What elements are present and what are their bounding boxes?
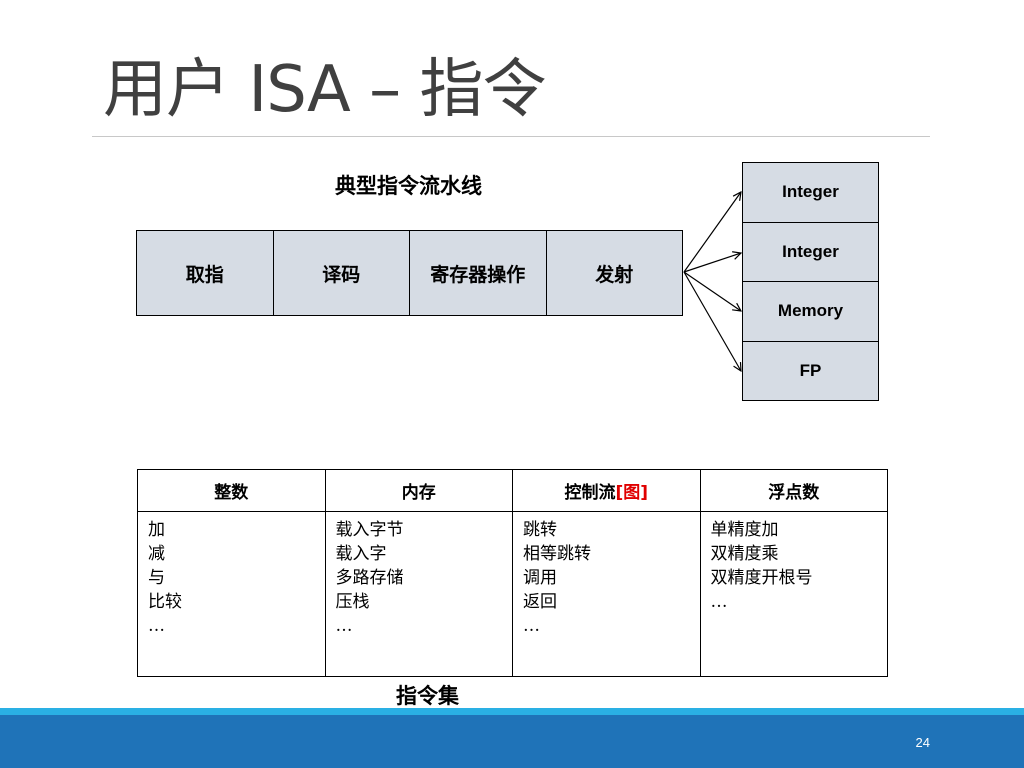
stage-decode: 译码 [273,231,410,315]
cell-integer-ops: 加 减 与 比较 … [137,511,326,677]
stage-register-read: 寄存器操作 [410,231,547,315]
header-integer: 整数 [137,469,326,512]
list-item: 双精度乘 [710,544,779,564]
title-divider [92,136,930,137]
list-item: 减 [148,544,165,564]
list-item: … [523,616,540,636]
unit-integer-1: Integer [743,163,878,223]
list-item: 相等跳转 [523,544,591,564]
stage-fetch: 取指 [137,231,274,315]
list-item: 调用 [523,568,557,588]
figure-link[interactable]: [图] [615,483,649,503]
instruction-set-table: 整数 内存 控制流[图] 浮点数 加 减 与 比较 … 载入字节 载入字 多路存… [137,469,888,677]
list-item: 载入字 [335,544,387,564]
list-item: 单精度加 [710,520,779,540]
header-control-flow-label: 控制流 [564,483,616,503]
list-item: 加 [148,520,165,540]
header-memory: 内存 [324,469,513,512]
arrow-to-integer-2 [683,253,741,273]
pipeline-stages: 取指 译码 寄存器操作 发射 [136,230,683,316]
list-item: 比较 [148,592,182,612]
pipeline-caption: 典型指令流水线 [335,174,482,198]
execution-units: Integer Integer Memory FP [742,162,879,401]
header-control-flow: 控制流[图] [512,469,701,512]
list-item: … [148,616,165,636]
footer-stripe [0,708,1024,715]
unit-fp: FP [743,341,878,400]
list-item: 与 [148,568,165,588]
unit-integer-2: Integer [743,222,878,282]
page-number: 24 [915,735,930,750]
stage-issue: 发射 [546,231,682,315]
instruction-set-caption: 指令集 [396,684,459,708]
cell-control-ops: 跳转 相等跳转 调用 返回 … [512,511,701,677]
arrow-to-integer-1 [683,192,741,273]
list-item: 双精度开根号 [710,568,813,588]
unit-memory: Memory [743,282,878,342]
list-item: 返回 [523,592,557,612]
list-item: 压栈 [335,592,370,612]
footer-bar [0,715,1024,768]
list-item: 载入字节 [335,520,404,540]
arrow-to-fp [683,271,741,371]
list-item: … [335,616,353,636]
slide-title: 用户 ISA – 指令 [103,53,546,127]
list-item: 多路存储 [335,568,404,588]
arrow-to-memory [683,271,741,311]
cell-fp-ops: 单精度加 双精度乘 双精度开根号 … [699,511,888,677]
header-floating-point: 浮点数 [699,469,888,512]
list-item: … [710,592,728,612]
cell-memory-ops: 载入字节 载入字 多路存储 压栈 … [324,511,513,677]
list-item: 跳转 [523,520,557,540]
